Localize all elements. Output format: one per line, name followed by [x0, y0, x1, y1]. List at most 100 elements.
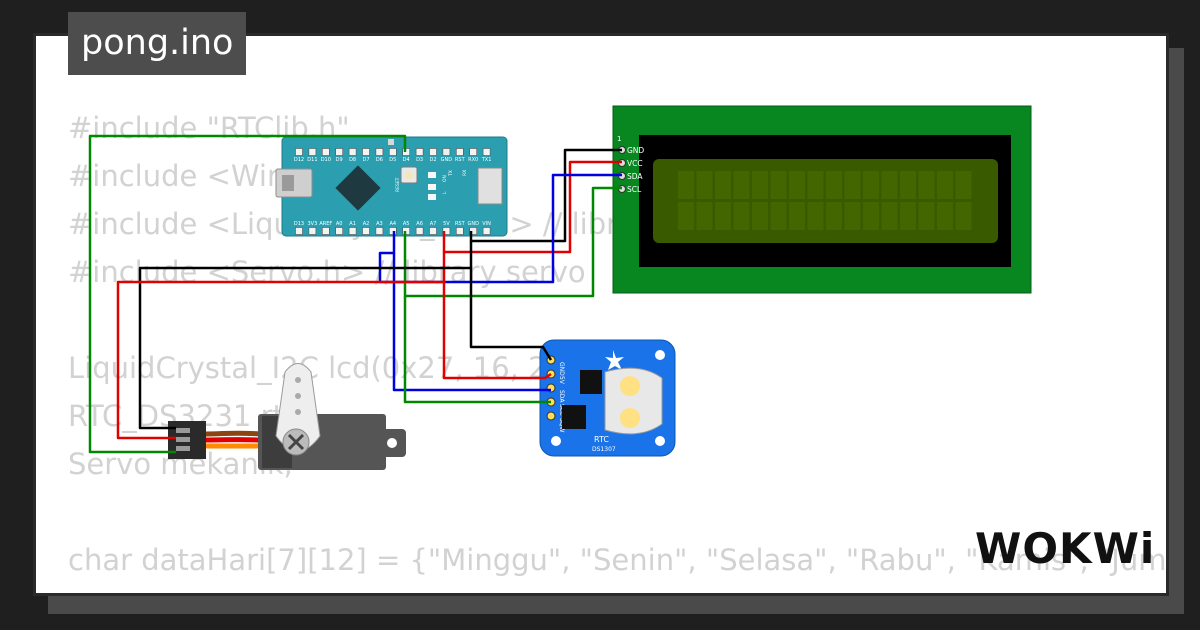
header-pin[interactable]: [388, 148, 397, 156]
rtc-pin[interactable]: [546, 411, 556, 421]
lcd-cell: [770, 171, 787, 199]
tx-led-label: TX: [448, 170, 454, 177]
lcd-cell: [807, 171, 824, 199]
lcd-cell: [955, 171, 972, 199]
lcd-cell: [844, 202, 861, 230]
lcd-cell: [733, 171, 750, 199]
pin-label: D5: [389, 157, 396, 163]
header-pin[interactable]: [415, 227, 424, 235]
pin-label: D12: [294, 157, 304, 163]
wire-scl-rtc: [403, 296, 551, 404]
lcd-pin-label: SCL: [627, 185, 642, 194]
pin-label: A7: [430, 221, 437, 227]
lcd-cell: [678, 202, 694, 230]
header-pin[interactable]: [295, 148, 303, 156]
lcd-pin-label: GND: [627, 146, 644, 155]
lcd-cell: [900, 171, 916, 199]
header-pin[interactable]: [375, 227, 384, 235]
lcd-cell: [937, 171, 953, 199]
servo-screw-icon: [287, 433, 305, 451]
header-pin[interactable]: [469, 148, 478, 156]
wokwi-logo: WOKWi: [975, 524, 1156, 573]
lcd-cell: [678, 171, 694, 199]
lcd-pin-label: SDA: [627, 172, 643, 181]
lcd-cell: [826, 171, 842, 199]
lcd-cell: [955, 202, 972, 230]
header-pin[interactable]: [455, 148, 464, 156]
lcd-cell: [881, 202, 898, 230]
code-line: LiquidCrystal_I2C lcd(0x27, 16, 2);: [68, 351, 568, 385]
project-title[interactable]: pong.ino: [68, 12, 247, 75]
header-pin[interactable]: [321, 148, 330, 156]
pin-label: A5: [403, 221, 410, 227]
header-pin[interactable]: [415, 148, 424, 156]
header-pin[interactable]: [482, 227, 491, 235]
lcd-cell: [696, 202, 713, 230]
header-pin[interactable]: [362, 227, 370, 235]
lcd-cell: [826, 202, 842, 230]
lcd-cell: [789, 202, 805, 230]
pin-label: D6: [376, 157, 383, 163]
rtc-pin-label: SCL: [558, 404, 565, 416]
on-led-label: ON: [442, 175, 448, 182]
lcd-cell: [844, 171, 861, 199]
pin-label: AREF: [319, 221, 332, 227]
pin-label: D10: [321, 157, 331, 163]
lcd-cell: [752, 202, 768, 230]
lcd-cell: [863, 202, 879, 230]
header-pin[interactable]: [295, 227, 303, 235]
header-pin[interactable]: [308, 227, 317, 235]
pin-label: A0: [336, 221, 343, 227]
wire-servo-gnd: [138, 266, 471, 430]
header-pin[interactable]: [375, 148, 384, 156]
battery-holder: [604, 367, 663, 435]
pin-label: D13: [294, 221, 304, 227]
lcd-pin-label: VCC: [627, 159, 643, 168]
header-pin[interactable]: [429, 148, 437, 156]
pin-label: D7: [362, 157, 369, 163]
header-pin[interactable]: [335, 148, 344, 156]
pin-label: A2: [363, 221, 370, 227]
rtc-chip: [580, 370, 602, 394]
pin-label: GND: [467, 221, 479, 227]
lcd-cell: [789, 171, 805, 199]
header-pin[interactable]: [308, 148, 317, 156]
header-pin[interactable]: [455, 227, 464, 235]
header-pin[interactable]: [442, 148, 451, 156]
rtc-chip-label: DS1307: [592, 446, 616, 453]
pin-label: A3: [376, 221, 383, 227]
pin-label: TX1: [481, 157, 492, 163]
header-pin[interactable]: [482, 148, 491, 156]
header-pin[interactable]: [429, 227, 437, 235]
wire-servo-vcc: [116, 280, 444, 440]
header-pin[interactable]: [348, 227, 357, 235]
header-pin[interactable]: [348, 148, 357, 156]
header-pin[interactable]: [469, 227, 478, 235]
pin-label: D3: [416, 157, 423, 163]
pin-label: D9: [336, 157, 343, 163]
code-line: char dataHari[7][12] = {"Minggu", "Senin…: [68, 543, 1169, 577]
star-logo-icon: [605, 350, 624, 370]
header-pin[interactable]: [335, 227, 344, 235]
wire-scl-lcd: [403, 186, 622, 298]
rx-led-label: RX: [462, 170, 468, 176]
rtc-pin-label: SQW: [558, 418, 565, 433]
servo-motor[interactable]: [168, 363, 406, 471]
lcd-cell: [863, 171, 879, 199]
wire-gnd-rtc: [469, 241, 553, 361]
rtc-pin-label: 5V: [558, 376, 565, 385]
header-pin[interactable]: [362, 148, 370, 156]
lcd-pin-number: 1: [617, 135, 621, 143]
crystal: [562, 405, 586, 429]
pin-label: GND: [441, 157, 453, 163]
lcd-cell: [900, 202, 916, 230]
header-pin[interactable]: [321, 227, 330, 235]
rtc-pin-label: SDA: [558, 390, 565, 403]
lcd-cell: [733, 202, 750, 230]
pin-label: VIN: [482, 221, 491, 227]
lcd-1602[interactable]: 1 GND VCC SDA SCL: [612, 105, 1032, 294]
